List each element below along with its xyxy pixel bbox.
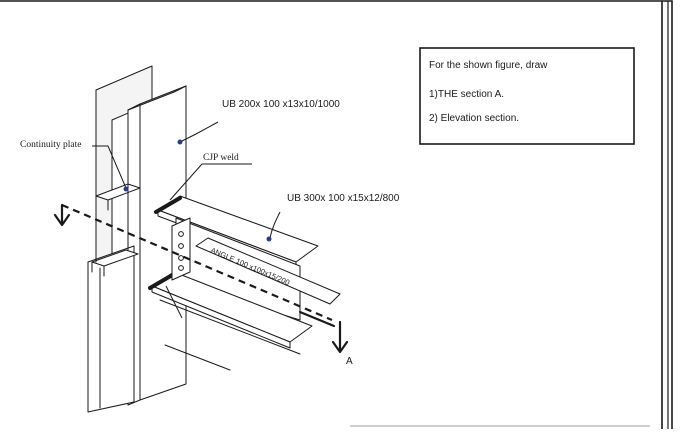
cjp-weld-top — [154, 196, 182, 214]
continuity-plate-label: Continuity plate — [20, 140, 81, 150]
leader-lines — [92, 121, 281, 319]
leader-dot-column — [177, 139, 183, 145]
section-cut-line — [53, 203, 349, 354]
bolt-3 — [178, 255, 184, 261]
continuity-plate-top — [95, 183, 141, 201]
bolt-2 — [178, 243, 184, 249]
continuity-plate-bottom — [91, 249, 139, 267]
page-frame — [0, 0, 673, 430]
angle-label-band — [195, 237, 341, 305]
bolt-1 — [178, 231, 184, 237]
angle-leg — [171, 217, 191, 281]
section-marker-label: A — [346, 356, 353, 367]
column-section-label: UB 200x 100 x13x10/1000 — [222, 99, 340, 110]
task-line-1: For the shown figure, draw — [429, 60, 548, 71]
column-front-flange — [139, 85, 187, 401]
leader-dot-continuity — [123, 186, 129, 192]
beam-section-label: UB 300x 100 x15x12/800 — [287, 193, 400, 204]
bolt-4 — [178, 265, 184, 271]
cjp-weld-bottom — [148, 272, 176, 290]
task-box-border — [419, 47, 635, 145]
task-line-2: 1)THE section A. — [429, 89, 504, 100]
leader-dot-beam — [266, 236, 272, 242]
angle-cleat — [171, 217, 341, 305]
task-box: For the shown figure, draw 1)THE section… — [419, 47, 635, 145]
column — [87, 65, 187, 413]
task-line-3: 2) Elevation section. — [429, 113, 519, 124]
cjp-weld-label: CJP weld — [203, 153, 239, 163]
